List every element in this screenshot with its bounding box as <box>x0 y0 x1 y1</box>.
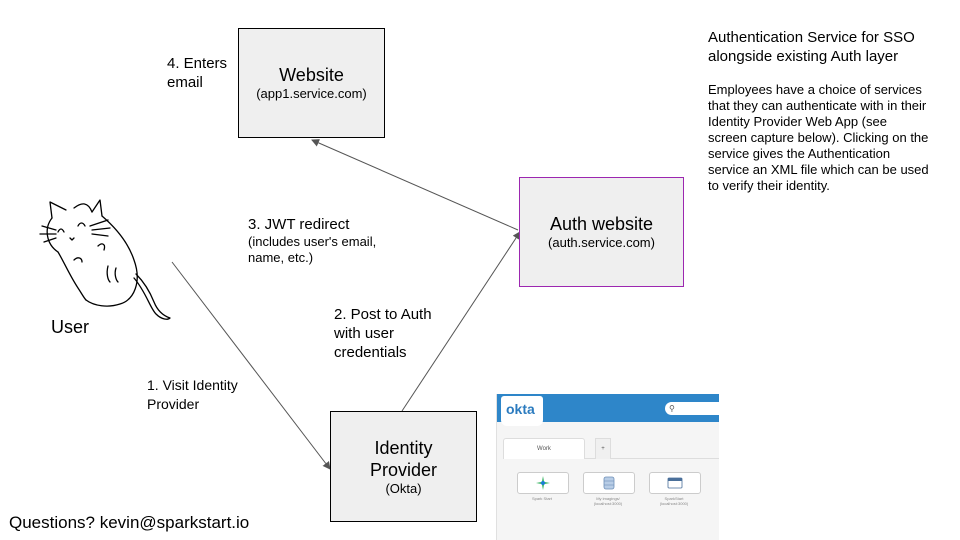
auth-website-node: Auth website (auth.service.com) <box>519 177 684 287</box>
description-body-line: service an XML file which can be used <box>708 162 929 177</box>
arrow-idp-to-auth <box>401 231 521 412</box>
okta-app-tile-label: SparkStart (localhost:3000) <box>644 496 704 506</box>
description-body-line: that they can authenticate with in their <box>708 98 927 113</box>
step3-line2: (includes user's email, <box>248 234 377 249</box>
okta-tab-add[interactable]: + <box>595 438 611 459</box>
description-title-line1: Authentication Service for SSO <box>708 29 915 46</box>
okta-app-tile-imagings[interactable] <box>583 472 635 494</box>
description-body-line: service gives the Authentication <box>708 146 891 161</box>
browser-window-icon <box>667 477 683 489</box>
idp-title-line1: Identity <box>374 437 433 458</box>
idp-subtitle: (Okta) <box>385 480 422 496</box>
arrow-auth-to-website <box>311 139 519 231</box>
arrow-user-to-idp <box>171 261 331 470</box>
okta-search-input[interactable]: ⚲ <box>665 402 719 415</box>
okta-tile-label-line1: Spark Start <box>531 496 552 501</box>
step3-label: 3. JWT redirect (includes user's email, … <box>248 215 376 266</box>
database-icon <box>603 476 615 490</box>
user-cat-illustration <box>39 199 171 320</box>
okta-screenshot: okta ⚲ Work + Spark Start My imagings/ (… <box>496 394 719 540</box>
auth-website-subtitle: (auth.service.com) <box>548 235 655 250</box>
okta-tile-label-line2: (localhost:3000) <box>593 501 623 506</box>
okta-tab-work[interactable]: Work <box>503 438 585 459</box>
auth-website-title: Auth website <box>549 214 654 234</box>
okta-app-tile-label: My imagings/ (localhost:3000) <box>578 496 638 506</box>
okta-tile-label-line1: My imagings/ <box>596 496 620 501</box>
identity-provider-node: Identity Provider (Okta) <box>330 411 477 522</box>
website-title: Website <box>279 65 344 85</box>
okta-app-tile-sparkstart[interactable] <box>517 472 569 494</box>
okta-tile-label-line2: (localhost:3000) <box>659 501 689 506</box>
step1-label: 1. Visit Identity Provider <box>147 376 238 414</box>
step4-line1: 4. Enters <box>167 55 228 72</box>
step2-line2: with user <box>334 325 395 342</box>
description-title-line2: alongside existing Auth layer <box>708 48 899 65</box>
okta-app-tile-label: Spark Start <box>512 496 572 501</box>
step4-label: 4. Enters email <box>167 54 227 92</box>
description-body: Employees have a choice of services that… <box>708 82 956 194</box>
step2-line3: credentials <box>334 344 407 361</box>
contact-text: Questions? kevin@sparkstart.io <box>9 513 250 532</box>
step1-line2: Provider <box>147 396 200 412</box>
idp-title-line2: Provider <box>369 459 438 480</box>
step2-label: 2. Post to Auth with user credentials <box>334 305 432 362</box>
step3-line1: 3. JWT redirect <box>248 216 350 233</box>
okta-tabs: Work + <box>503 438 719 459</box>
user-label: User <box>51 317 90 337</box>
step4-line2: email <box>167 74 203 91</box>
spark-icon <box>536 476 550 490</box>
search-icon: ⚲ <box>669 404 675 413</box>
description-body-line: to verify their identity. <box>708 178 830 193</box>
okta-tile-label-line1: SparkStart <box>664 496 684 501</box>
okta-logo: okta <box>506 401 535 417</box>
step3-line3: name, etc.) <box>248 250 314 265</box>
okta-app-tile-sparkstart-local[interactable] <box>649 472 701 494</box>
description-block: Authentication Service for SSO alongside… <box>708 28 956 194</box>
okta-logo-tab <box>501 396 543 426</box>
website-node: Website (app1.service.com) <box>238 28 385 138</box>
description-body-line: Identity Provider Web App (see <box>708 114 887 129</box>
step2-line1: 2. Post to Auth <box>334 306 432 323</box>
step1-line1: 1. Visit Identity <box>147 377 238 393</box>
description-body-line: screen capture below). Clicking on the <box>708 130 929 145</box>
website-subtitle: (app1.service.com) <box>256 86 367 101</box>
description-body-line: Employees have a choice of services <box>708 82 922 97</box>
